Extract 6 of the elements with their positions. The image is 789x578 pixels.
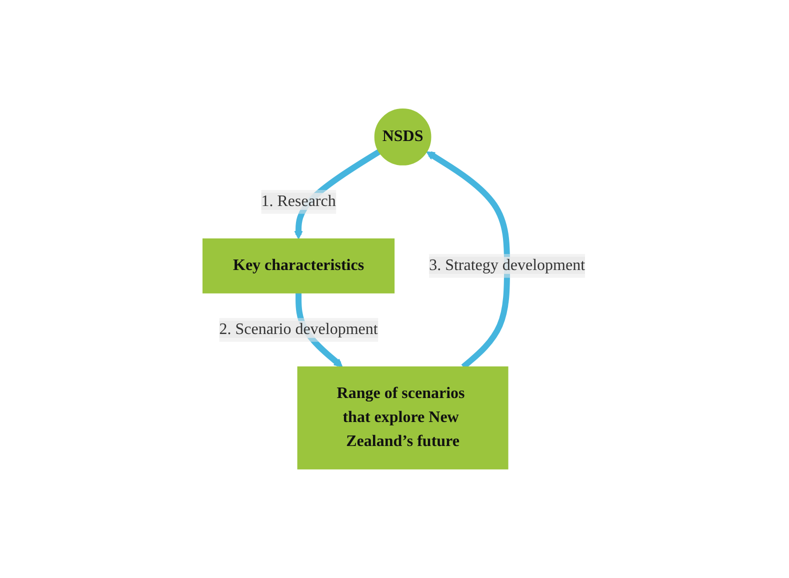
node-box: Key characteristics [202, 238, 396, 294]
edge-label: 3. Strategy development [430, 256, 586, 274]
edge-label: 2. Scenario development [220, 320, 378, 338]
node-circle: NSDS [374, 108, 432, 166]
edge-label: 1. Research [262, 192, 336, 210]
node-box: Range of scenarios that explore New Zealand’s future [298, 366, 509, 470]
